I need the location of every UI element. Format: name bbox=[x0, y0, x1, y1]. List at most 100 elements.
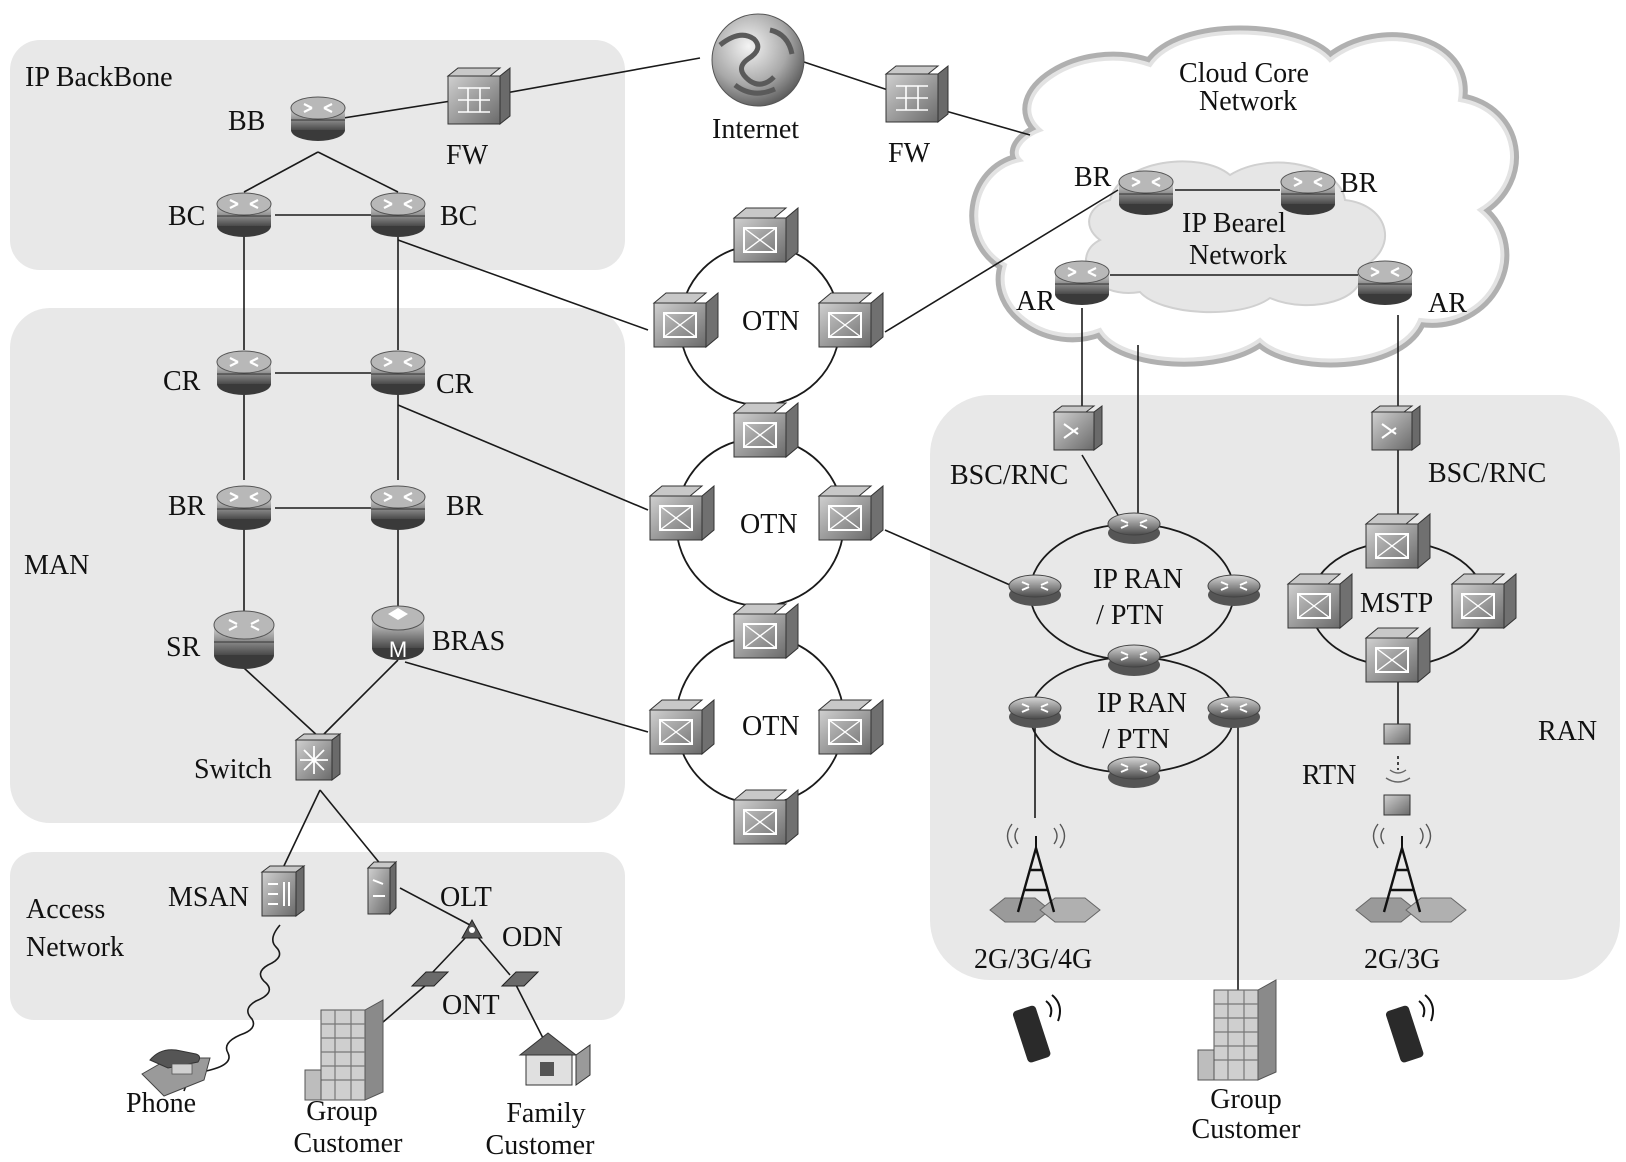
otn-ring-shared-node-1-icon[interactable] bbox=[733, 402, 799, 458]
group-customer-ran-building-icon[interactable] bbox=[1197, 979, 1277, 1081]
otn-ring-1-right-node-icon[interactable] bbox=[818, 292, 884, 348]
ipran-2-bottom-router-icon[interactable] bbox=[1107, 756, 1161, 789]
otn-ring-2-right-node-icon[interactable] bbox=[818, 485, 884, 541]
label-rtn: RTN bbox=[1302, 760, 1356, 791]
ipran-shared-router-icon[interactable] bbox=[1107, 644, 1161, 677]
label-msan: MSAN bbox=[168, 882, 249, 913]
fw-right-firewall-icon[interactable] bbox=[885, 65, 949, 123]
label-bc-right: BC bbox=[440, 201, 477, 232]
cloud-br-right-router-icon[interactable] bbox=[1279, 169, 1337, 217]
otn-ring-1-left-node-icon[interactable] bbox=[653, 292, 719, 348]
otn-ring-1-top-node-icon[interactable] bbox=[733, 207, 799, 263]
label-odn: ODN bbox=[502, 922, 563, 953]
label-otn-3: OTN bbox=[742, 711, 800, 742]
label-ar-right: AR bbox=[1428, 288, 1467, 319]
bb-router-icon[interactable] bbox=[289, 95, 347, 143]
label-bsc-right: BSC/RNC bbox=[1428, 458, 1546, 489]
label-br-left: BR bbox=[168, 491, 206, 522]
family-customer-house-icon[interactable] bbox=[518, 1032, 591, 1086]
label-internet: Internet bbox=[712, 114, 799, 145]
ipran-2-left-router-icon[interactable] bbox=[1008, 696, 1062, 729]
mobile-left-icon[interactable] bbox=[1010, 994, 1061, 1065]
label-tower-right: 2G/3G bbox=[1364, 944, 1440, 975]
cr-left-router-icon[interactable] bbox=[215, 349, 273, 397]
zone-access-network bbox=[10, 852, 625, 1020]
label-cloud-br-right: BR bbox=[1340, 168, 1378, 199]
zone-ran bbox=[930, 395, 1620, 980]
label-tower-left: 2G/3G/4G bbox=[974, 944, 1092, 975]
otn-ring-shared-node-2-icon[interactable] bbox=[733, 603, 799, 659]
bras-mark: M bbox=[389, 637, 407, 662]
cloud-title-line1: Cloud Core bbox=[1179, 58, 1309, 89]
label-otn-1: OTN bbox=[742, 306, 800, 337]
label-switch: Switch bbox=[194, 754, 272, 785]
label-bras: BRAS bbox=[432, 626, 505, 657]
otn-ring-3-right-node-icon[interactable] bbox=[818, 699, 884, 755]
label-olt: OLT bbox=[440, 882, 492, 913]
labels: IP BackBone MAN Access Network RAN Cloud… bbox=[24, 58, 1597, 1161]
bras-icon[interactable]: M bbox=[371, 605, 425, 662]
label-otn-2: OTN bbox=[740, 509, 798, 540]
mobile-right-icon[interactable] bbox=[1383, 994, 1434, 1065]
mstp-right-node-icon[interactable] bbox=[1451, 573, 1517, 629]
rtn-upper-icon[interactable] bbox=[1383, 723, 1411, 745]
label-group-customer-line2: Customer bbox=[294, 1128, 404, 1159]
rtn-lower-icon[interactable] bbox=[1383, 794, 1411, 816]
ont-left-icon[interactable] bbox=[410, 971, 450, 987]
mstp-top-node-icon[interactable] bbox=[1365, 513, 1431, 569]
label-ont: ONT bbox=[442, 990, 500, 1021]
ipran-2-right-router-icon[interactable] bbox=[1207, 696, 1261, 729]
bsc-left-icon[interactable] bbox=[1053, 405, 1103, 451]
zone-label-ran: RAN bbox=[1538, 716, 1597, 747]
cloud-title-line2: Network bbox=[1199, 86, 1297, 117]
label-ipran-2-line1: IP RAN bbox=[1097, 688, 1187, 719]
label-cr-left: CR bbox=[163, 366, 201, 397]
label-fw-right: FW bbox=[888, 138, 931, 169]
ar-left-router-icon[interactable] bbox=[1053, 259, 1111, 307]
zone-man bbox=[10, 308, 625, 823]
switch-icon[interactable] bbox=[294, 733, 342, 781]
label-family-customer-line1: Family bbox=[506, 1098, 585, 1129]
label-phone: Phone bbox=[126, 1088, 196, 1119]
label-mstp: MSTP bbox=[1360, 588, 1433, 619]
br-right-router-icon[interactable] bbox=[369, 484, 427, 532]
ar-right-router-icon[interactable] bbox=[1356, 259, 1414, 307]
label-bsc-left: BSC/RNC bbox=[950, 460, 1068, 491]
label-cr-right: CR bbox=[436, 369, 474, 400]
br-left-router-icon[interactable] bbox=[215, 484, 273, 532]
bearer-network-line2: Network bbox=[1189, 240, 1287, 271]
otn-ring-3-bottom-node-icon[interactable] bbox=[733, 789, 799, 845]
mstp-left-node-icon[interactable] bbox=[1287, 573, 1353, 629]
zone-label-access-line1: Access bbox=[26, 894, 105, 925]
bc-right-router-icon[interactable] bbox=[369, 191, 427, 239]
otn-ring-2-left-node-icon[interactable] bbox=[649, 485, 715, 541]
label-br-right: BR bbox=[446, 491, 484, 522]
cloud-br-left-router-icon[interactable] bbox=[1117, 169, 1175, 217]
zone-label-ip-backbone: IP BackBone bbox=[25, 62, 173, 93]
label-bc-left: BC bbox=[168, 201, 205, 232]
ipran-1-right-router-icon[interactable] bbox=[1207, 574, 1261, 607]
bearer-network-line1: IP Bearel bbox=[1182, 208, 1286, 239]
cr-right-router-icon[interactable] bbox=[369, 349, 427, 397]
zone-label-access-line2: Network bbox=[26, 932, 124, 963]
fw-left-firewall-icon[interactable] bbox=[447, 67, 511, 125]
ipran-1-left-router-icon[interactable] bbox=[1008, 574, 1062, 607]
olt-icon[interactable] bbox=[366, 860, 398, 916]
label-ipran-1-line2: / PTN bbox=[1096, 600, 1164, 631]
ipran-1-top-router-icon[interactable] bbox=[1107, 512, 1161, 545]
internet-globe-icon[interactable] bbox=[711, 13, 805, 107]
sr-router-icon[interactable] bbox=[213, 610, 275, 669]
ont-right-icon[interactable] bbox=[500, 971, 540, 987]
label-sr: SR bbox=[166, 632, 201, 663]
rtn-microwave-icon bbox=[1385, 769, 1411, 783]
phone-icon[interactable] bbox=[141, 1049, 211, 1097]
bsc-right-icon[interactable] bbox=[1371, 405, 1421, 451]
label-ipran-2-line2: / PTN bbox=[1102, 724, 1170, 755]
msan-icon[interactable] bbox=[260, 865, 306, 917]
label-group-customer-line1: Group bbox=[306, 1096, 378, 1127]
bc-left-router-icon[interactable] bbox=[215, 191, 273, 239]
otn-ring-3-left-node-icon[interactable] bbox=[649, 699, 715, 755]
odn-splitter-icon[interactable] bbox=[461, 918, 483, 939]
mstp-bottom-node-icon[interactable] bbox=[1365, 627, 1431, 683]
